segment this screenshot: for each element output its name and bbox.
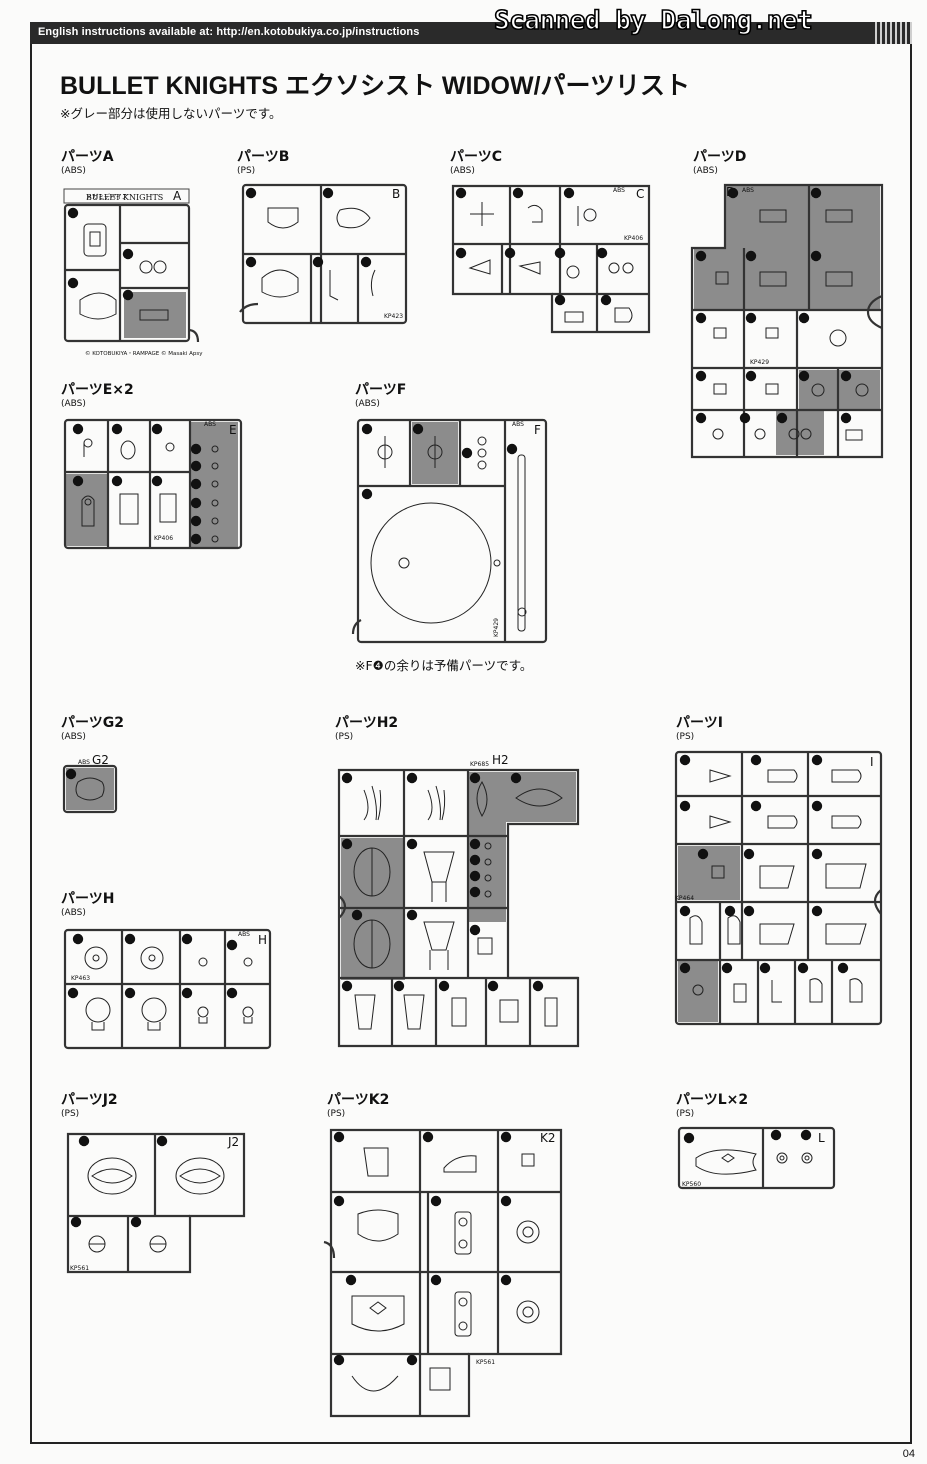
svg-text:KP463: KP463 — [71, 975, 90, 982]
part-label-h: パーツH(ABS) — [61, 891, 115, 918]
svg-text:KP406: KP406 — [154, 535, 173, 542]
svg-text:KP464: KP464 — [675, 895, 694, 902]
sprue-i: I KP464 — [674, 750, 883, 1026]
svg-text:H: H — [258, 933, 267, 947]
svg-text:KP561: KP561 — [70, 1265, 89, 1272]
scan-watermark: Scanned by Dalong.net — [493, 5, 813, 37]
part-label-i: パーツI(PS) — [676, 715, 723, 742]
header-bar: English instructions available at: http:… — [30, 22, 912, 44]
sprue-l: L KP560 — [677, 1126, 836, 1190]
part-label-j2: パーツJ2(PS) — [61, 1092, 118, 1119]
sprue-k2: K2 KP561 — [323, 1128, 563, 1418]
svg-text:KP429: KP429 — [750, 359, 769, 366]
sprue-e: ABS E KP406 — [63, 418, 243, 550]
sprue-f: ABS F KP429 — [351, 418, 548, 644]
svg-text:KP429: KP429 — [493, 618, 500, 637]
sprue-j2: J2 KP561 — [66, 1132, 246, 1274]
svg-text:K2: K2 — [540, 1131, 556, 1145]
svg-text:ABS: ABS — [238, 931, 250, 938]
svg-text:H2: H2 — [492, 753, 509, 767]
svg-text:B: B — [392, 187, 400, 201]
note-f-spare: ※F❹の余りは予備パーツです。 — [355, 658, 533, 673]
sprue-c: ABS C KP406 — [451, 184, 651, 334]
svg-text:F: F — [534, 423, 541, 437]
page-number: 04 — [902, 1448, 915, 1460]
part-label-a: パーツA(ABS) — [61, 149, 114, 176]
part-label-b: パーツB(PS) — [237, 149, 290, 176]
sprue-a: メガミデバイス BULLET KNIGHTS A © KOTOBUKIYA・RA… — [63, 188, 203, 357]
part-label-e: パーツE×2(ABS) — [61, 382, 134, 409]
svg-text:G2: G2 — [92, 753, 109, 767]
svg-text:KP423: KP423 — [384, 313, 403, 320]
instructions-url: English instructions available at: http:… — [38, 26, 420, 38]
sprue-d: D ABS KP429 — [690, 183, 884, 459]
svg-text:KP685: KP685 — [470, 761, 489, 768]
header-stripes — [872, 22, 912, 44]
svg-text:KP561: KP561 — [476, 1359, 495, 1366]
page-subtitle: ※グレー部分は使用しないパーツです。 — [60, 106, 282, 121]
svg-text:J2: J2 — [227, 1135, 239, 1149]
part-label-c: パーツC(ABS) — [450, 149, 502, 176]
svg-text:KP560: KP560 — [682, 1181, 701, 1188]
svg-text:ABS: ABS — [78, 759, 90, 766]
svg-text:L: L — [818, 1131, 825, 1145]
part-label-k2: パーツK2(PS) — [327, 1092, 390, 1119]
svg-text:E: E — [229, 423, 237, 437]
part-label-h2: パーツH2(PS) — [335, 715, 399, 742]
part-label-f: パーツF(ABS) — [355, 382, 407, 409]
svg-text:© KOTOBUKIYA・RAMPAGE © Masaki: © KOTOBUKIYA・RAMPAGE © Masaki Apsy — [85, 350, 203, 357]
svg-text:ABS: ABS — [512, 421, 524, 428]
sprue-h: ABS H KP463 — [63, 928, 272, 1050]
svg-text:A: A — [173, 189, 182, 203]
svg-text:メガミデバイス: メガミデバイス — [86, 193, 128, 201]
unused-part-a5 — [124, 292, 186, 338]
svg-text:ABS: ABS — [204, 421, 216, 428]
part-label-l: パーツL×2(PS) — [676, 1092, 749, 1119]
svg-text:ABS: ABS — [613, 187, 625, 194]
page-title: BULLET KNIGHTS エクソシスト WIDOW/パーツリスト — [60, 72, 691, 100]
part-label-g2: パーツG2(ABS) — [61, 715, 124, 742]
sprue-b: B KP423 — [239, 183, 408, 325]
part-label-d: パーツD(ABS) — [693, 149, 747, 176]
sprue-a-brand: BULLET KNIGHTS — [86, 193, 163, 202]
svg-text:I: I — [870, 755, 874, 769]
svg-text:C: C — [636, 187, 644, 201]
svg-text:KP406: KP406 — [624, 235, 643, 242]
svg-text:ABS: ABS — [742, 187, 754, 194]
sprue-h2: KP685 H2 — [337, 753, 580, 1048]
sprue-g2: ABS G2 — [62, 753, 118, 814]
